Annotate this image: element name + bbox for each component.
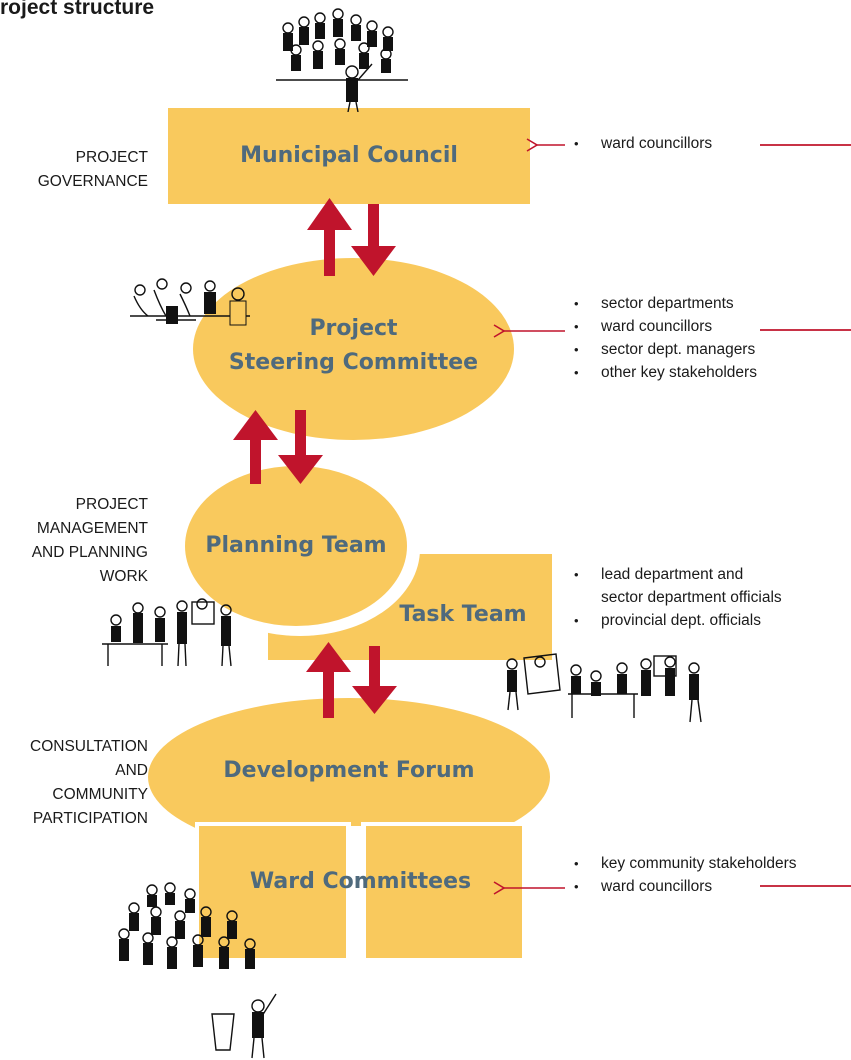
speaker-crowd-sketch-icon <box>118 882 277 1059</box>
side-label-line: PARTICIPATION <box>32 810 148 827</box>
bullet-item-continued: sector department officials <box>601 589 782 606</box>
side-label-governance: PROJECT GOVERNANCE <box>0 146 148 194</box>
bullet-item: ward councillors <box>572 132 712 155</box>
side-label-line: COMMUNITY <box>52 786 148 803</box>
steering-committee-label-line: Steering Committee <box>228 350 479 375</box>
side-label-line: AND PLANNING <box>31 544 148 561</box>
group-sketch-icon <box>506 653 702 723</box>
bullets-task: lead department and sector department of… <box>572 563 782 632</box>
arrow-up-council <box>307 198 352 276</box>
bullet-item: key community stakeholders <box>572 852 797 875</box>
side-label-line: GOVERNANCE <box>37 173 148 190</box>
side-label-line: WORK <box>99 568 148 585</box>
bullets-steering: sector departments ward councillors sect… <box>572 292 757 384</box>
municipal-council-box <box>168 108 530 204</box>
side-label-line: PROJECT <box>75 496 148 513</box>
bullet-item: sector dept. managers <box>572 338 757 361</box>
development-forum-label: Development Forum <box>223 758 475 783</box>
planning-team-ellipse <box>185 466 407 626</box>
side-label-line: CONSULTATION <box>30 738 148 755</box>
bullet-item: other key stakeholders <box>572 361 757 384</box>
ward-committee-gap <box>346 826 366 960</box>
arrow-down-steering <box>278 410 323 484</box>
steering-committee-ellipse <box>193 258 514 440</box>
bullet-item: sector departments <box>572 292 757 315</box>
arrow-down-task <box>352 646 397 714</box>
side-label-management: PROJECT MANAGEMENT AND PLANNING WORK <box>0 493 148 589</box>
page-title: roject structure <box>0 0 155 19</box>
bullet-item: provincial dept. officials <box>572 609 782 632</box>
side-label-line: PROJECT <box>75 149 148 166</box>
side-label-consultation: CONSULTATION AND COMMUNITY PARTICIPATION <box>0 735 148 831</box>
arrow-up-task <box>306 642 351 718</box>
planning-team-label: Planning Team <box>205 533 387 558</box>
municipal-council-label: Municipal Council <box>240 143 458 168</box>
crowd-sketch-icon <box>276 8 408 112</box>
arrow-down-council <box>351 204 396 276</box>
side-label-line: AND <box>115 762 148 779</box>
task-team-label: Task Team <box>399 602 527 627</box>
bullet-item: ward councillors <box>572 875 797 898</box>
side-label-line: MANAGEMENT <box>36 520 148 537</box>
bullet-item: ward councillors <box>572 315 757 338</box>
bullet-item: lead department and <box>572 563 782 586</box>
meeting-sketch-icon <box>130 278 250 326</box>
steering-committee-label: Project Steering Committee <box>193 312 514 380</box>
bullets-council: ward councillors <box>572 132 712 155</box>
workshop-sketch-icon <box>102 598 232 667</box>
ward-committees-label: Ward Committees <box>249 869 472 894</box>
steering-committee-label-line: Project <box>309 316 398 341</box>
arrow-up-steering <box>233 410 278 484</box>
bullets-ward: key community stakeholders ward councill… <box>572 852 797 898</box>
